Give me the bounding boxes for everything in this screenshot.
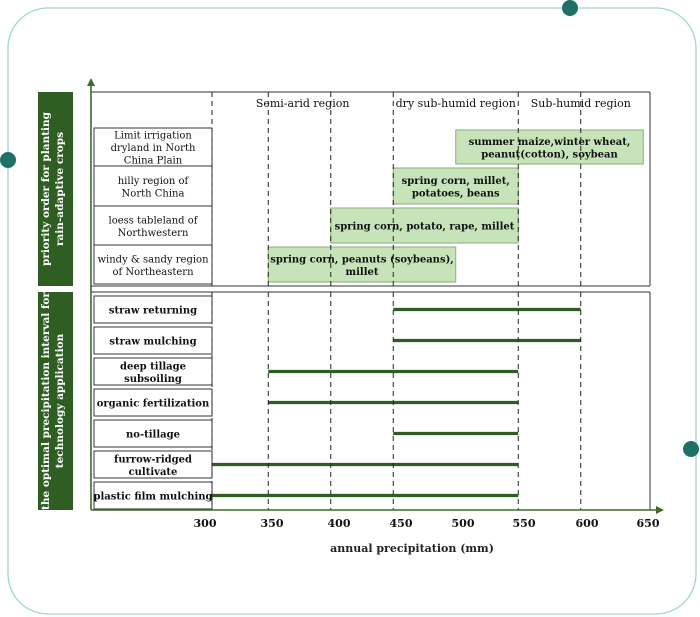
- panel-title-crops-line: priority order for planting: [40, 111, 52, 266]
- x-tick-label: 500: [452, 517, 475, 530]
- crop-bar-label-line: millet: [346, 267, 379, 278]
- panel-title-technology-line: technology application: [54, 333, 66, 468]
- tech-label-box: [93, 481, 213, 510]
- row-label-box: [93, 205, 213, 246]
- tech-label-line: no-tillage: [126, 430, 180, 441]
- corner-dot-right: [683, 441, 699, 457]
- row-label-line: windy & sandy region: [97, 254, 209, 265]
- row-label: loess tableland of Northwestern: [109, 215, 199, 239]
- crop-bar-label-line: summer maize,winter wheat,: [469, 137, 631, 148]
- crop-bar-label-line: spring corn, potato, rape, millet: [335, 222, 515, 233]
- tech-label-line: straw returning: [109, 306, 197, 317]
- tech-label-line: straw mulching: [109, 337, 196, 348]
- x-tick-label: 400: [328, 517, 351, 530]
- x-tick-label: 550: [513, 517, 536, 530]
- panel-title-box-technology: [38, 292, 73, 510]
- tech-label-box: [93, 450, 213, 479]
- tech-label-line: subsoiling: [124, 374, 182, 385]
- crop-bar: [330, 207, 519, 244]
- tech-label-box: [93, 419, 213, 448]
- region-header: Semi-arid region: [256, 97, 350, 110]
- crop-bar-label: summer maize,winter wheat,peanut(cotton)…: [469, 137, 631, 161]
- row-label-line: dryland in North: [111, 143, 196, 154]
- tech-label-line: furrow-ridged: [114, 454, 192, 465]
- y-axis-arrow: [87, 78, 95, 86]
- corner-dot-top-right: [562, 0, 578, 16]
- tech-label-line: organic fertilization: [97, 399, 210, 410]
- tech-label-box: [93, 388, 213, 417]
- crop-bar-label: spring corn, peanuts (soybeans), millet: [270, 254, 454, 278]
- tech-label-line: cultivate: [129, 467, 178, 478]
- row-label-line: North China: [122, 188, 185, 199]
- crop-bar: [455, 129, 644, 165]
- crop-bar-label: spring corn, millet,potatoes, beans: [402, 176, 510, 200]
- tech-label: plastic film mulching: [93, 492, 212, 503]
- crop-bar: [392, 167, 519, 205]
- tech-label-line: deep tillage: [120, 361, 186, 372]
- row-label-line: of Northeastern: [112, 267, 194, 278]
- panel-title-crops-line: rain-adaptive crops: [54, 132, 66, 246]
- region-header: dry sub-humid region: [396, 97, 516, 110]
- x-axis-label: annual precipitation (mm): [330, 542, 494, 555]
- tech-label: deep tillage subsoiling: [120, 361, 186, 385]
- row-label-line: China Plain: [124, 156, 183, 167]
- panel-title-box-crops: [38, 92, 73, 286]
- x-tick-label: 600: [576, 517, 599, 530]
- crop-bar-label: spring corn, potato, rape, millet: [335, 222, 515, 233]
- x-axis-arrow: [656, 506, 664, 514]
- x-tick-label: 300: [194, 517, 217, 530]
- tech-label: straw returning: [109, 306, 197, 317]
- tech-label-box: [93, 295, 213, 324]
- row-label-line: loess tableland of: [109, 215, 199, 226]
- row-label-box: [93, 244, 213, 285]
- crop-bar-label-line: peanut(cotton), soybean: [481, 149, 618, 160]
- x-tick-label: 450: [390, 517, 413, 530]
- crop-bar-label-line: spring corn, millet,: [402, 176, 510, 187]
- outer-frame: [7, 7, 697, 615]
- row-label-line: hilly region of: [118, 176, 190, 187]
- tech-label: straw mulching: [109, 337, 196, 348]
- tech-label-line: plastic film mulching: [93, 492, 212, 503]
- crop-bar-label-line: potatoes, beans: [412, 188, 500, 199]
- x-tick-label: 350: [261, 517, 284, 530]
- tech-label: organic fertilization: [97, 399, 210, 410]
- row-label-line: Northwestern: [118, 228, 189, 239]
- panel-title-technology-line: the optimal precipitation interval for: [40, 292, 52, 510]
- tech-label-box: [93, 326, 213, 355]
- tech-label: furrow-ridged cultivate: [114, 454, 192, 478]
- corner-dot-left: [0, 152, 16, 168]
- x-tick-label: 650: [637, 517, 660, 530]
- tech-label: no-tillage: [126, 430, 180, 441]
- crop-bar-label-line: spring corn, peanuts (soybeans),: [270, 254, 454, 265]
- row-label-line: Limit irrigation: [114, 131, 192, 142]
- tech-label-box: [93, 357, 213, 386]
- row-label: windy & sandy region of Northeastern: [97, 254, 209, 278]
